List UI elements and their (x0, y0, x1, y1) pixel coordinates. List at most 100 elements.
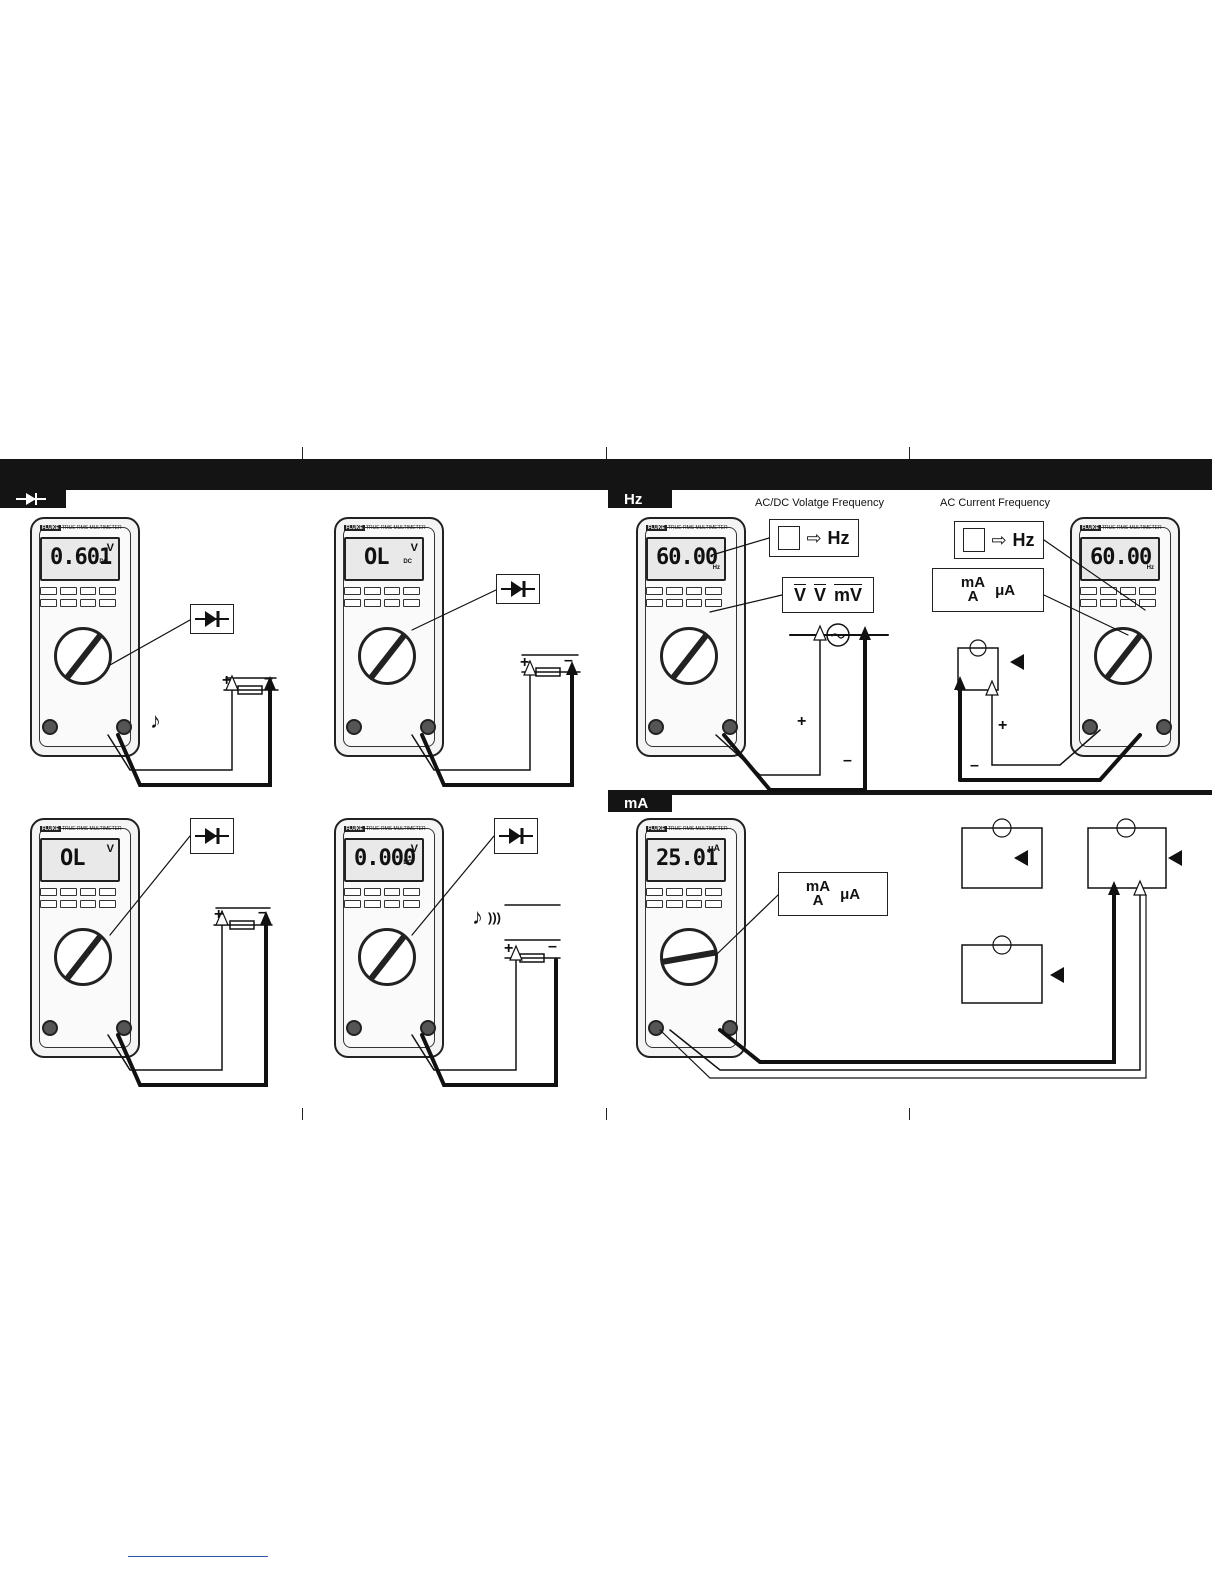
brand-logo: FLUKE (40, 525, 61, 531)
callout-diode-4 (494, 818, 538, 854)
minus-sign: – (564, 652, 573, 669)
minus-sign: – (264, 670, 273, 687)
mv-label: mV (834, 584, 863, 605)
ma-label: mA (960, 574, 986, 591)
input-jack (1082, 719, 1098, 735)
v-ac-label: V (793, 584, 806, 605)
callout-pointer (411, 589, 497, 631)
model-label: TRUE RMS MULTIMETER (668, 826, 728, 832)
diode-body (535, 667, 561, 677)
input-jack (420, 719, 436, 735)
rotary-dial[interactable] (358, 627, 416, 685)
arrow-up-open-icon (985, 679, 999, 696)
current-circuit (957, 647, 999, 691)
caption-acdc-voltage-frequency: AC/DC Volatge Frequency (755, 497, 885, 509)
v-dc-label: V (813, 584, 826, 605)
beep-note-icon: ♪ (472, 904, 483, 929)
button-row (344, 900, 420, 908)
test-lead-red (991, 729, 1101, 766)
button-row (344, 587, 420, 595)
test-lead-red-outline (659, 894, 1147, 1079)
callout-diode-1 (190, 604, 234, 634)
footer-link-line (128, 1556, 268, 1557)
rotary-dial[interactable] (54, 928, 112, 986)
callout-pointer (715, 894, 779, 956)
rotary-dial[interactable] (660, 928, 719, 986)
plus-sign: + (504, 940, 514, 957)
test-lead-black (420, 958, 558, 1087)
diode-body (229, 920, 255, 930)
button-row (1080, 599, 1156, 607)
lcd-sub-unit: DC (403, 860, 412, 866)
ac-source-icon (992, 818, 1012, 838)
hz-label: Hz (827, 527, 850, 548)
callout-current-functions: mA A μA (932, 568, 1044, 612)
tab-ma: mA (608, 795, 672, 812)
model-label: TRUE RMS MULTIMETER (62, 826, 122, 832)
ac-source-icon (969, 639, 987, 657)
arrow-up-open-icon (225, 674, 239, 691)
callout-pointer (711, 537, 770, 556)
rotary-dial[interactable] (54, 627, 112, 685)
brand-logo: FLUKE (40, 826, 61, 832)
plus-sign: + (222, 672, 232, 689)
arrow-right-icon: ⇨ (806, 527, 822, 548)
button-row (344, 888, 420, 896)
lcd-unit: V (410, 542, 418, 554)
brand-logo: FLUKE (646, 525, 667, 531)
lcd-unit: μA (707, 843, 720, 853)
a-label: A (967, 588, 979, 605)
hz-button-icon (963, 528, 986, 552)
multimeter-5: FLUKE TRUE RMS MULTIMETER 60.00 Hz (636, 517, 746, 757)
model-label: TRUE RMS MULTIMETER (62, 525, 122, 531)
lcd-display: 0.000 V DC (344, 838, 424, 882)
multimeter-1: FLUKE TRUE RMS MULTIMETER 0.601 V DC (30, 517, 140, 757)
lcd-sub-unit: DC (99, 559, 108, 565)
arrow-up-icon (859, 626, 871, 640)
rotary-dial[interactable] (1094, 627, 1152, 685)
minus-sign: – (843, 752, 852, 769)
lcd-reading: OL (364, 545, 389, 570)
model-label: TRUE RMS MULTIMETER (366, 826, 426, 832)
rotary-dial[interactable] (660, 627, 718, 685)
minus-sign: – (970, 757, 979, 774)
sound-waves-icon: ))) (488, 910, 501, 925)
button-row (646, 900, 722, 908)
plus-sign: + (520, 654, 530, 671)
lcd-display: 60.00 Hz (646, 537, 726, 581)
callout-pointer (1043, 539, 1146, 611)
input-jack (42, 1020, 58, 1036)
arrow-up-open-icon (1133, 879, 1147, 896)
input-jack (116, 1020, 132, 1036)
model-label: TRUE RMS MULTIMETER (668, 525, 728, 531)
lcd-display: 0.601 V DC (40, 537, 120, 581)
arrow-up-icon (566, 661, 578, 675)
crop-mark (302, 447, 303, 459)
multimeter-2: FLUKE TRUE RMS MULTIMETER OL V DC (334, 517, 444, 757)
input-jack (116, 719, 132, 735)
rotary-dial[interactable] (358, 928, 416, 986)
a-label: A (812, 892, 824, 909)
tab-diode (0, 490, 66, 508)
switch-arrow-icon (1014, 850, 1028, 866)
button-row (344, 599, 420, 607)
input-jack (648, 719, 664, 735)
button-row (646, 599, 722, 607)
crop-mark (302, 1108, 303, 1120)
model-label: TRUE RMS MULTIMETER (366, 525, 426, 531)
lcd-reading: 0.601 (50, 545, 112, 570)
crop-mark (606, 1108, 607, 1120)
lcd-reading: OL (60, 846, 85, 871)
arrow-right-icon: ⇨ (991, 529, 1007, 550)
crop-mark (606, 447, 607, 459)
callout-diode-2 (496, 574, 540, 604)
lcd-display: OL V (40, 838, 120, 882)
brand-logo: FLUKE (344, 525, 365, 531)
beep-note-icon: ♪ (150, 708, 161, 733)
hz-button-icon (778, 526, 801, 550)
caption-ac-current-frequency: AC Current Frequency (940, 497, 1051, 509)
multimeter-7: FLUKE TRUE RMS MULTIMETER 25.01 μA (636, 818, 746, 1058)
arrow-up-icon (260, 911, 272, 925)
lcd-reading: 60.00 (1090, 545, 1152, 570)
switch-arrow-icon (1168, 850, 1182, 866)
